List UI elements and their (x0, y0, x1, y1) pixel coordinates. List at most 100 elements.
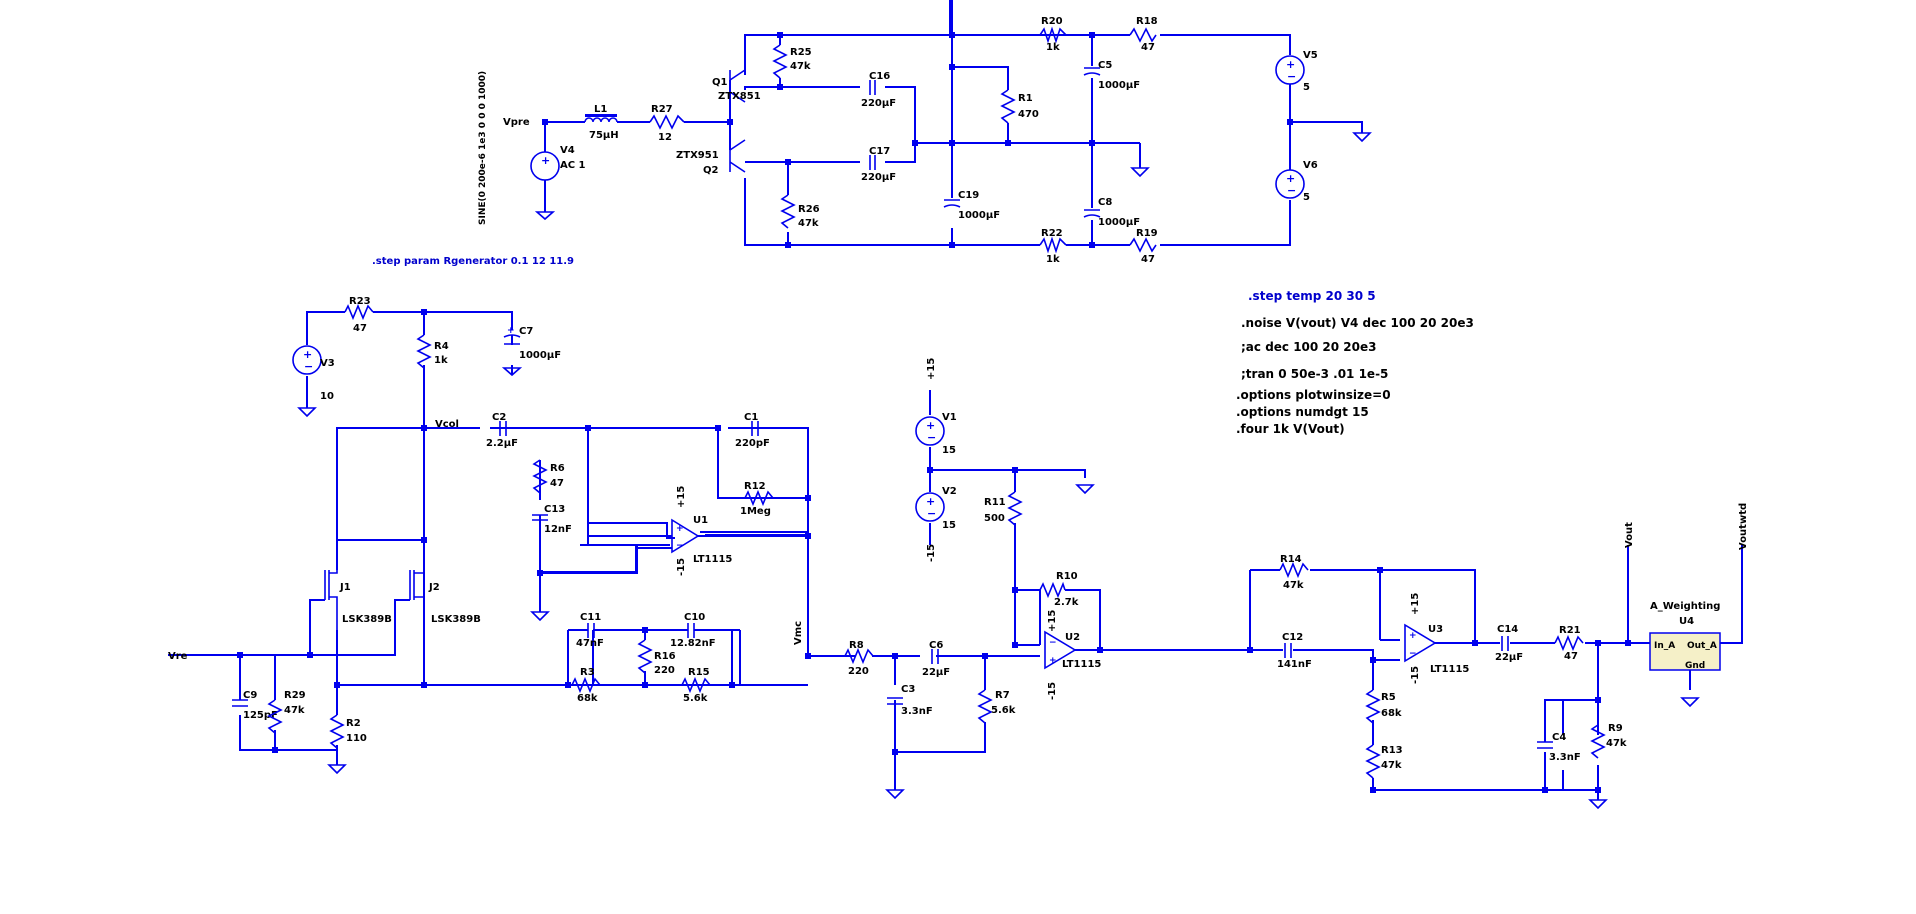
r23-name: R23 (349, 296, 371, 307)
r18-name: R18 (1136, 16, 1158, 27)
voltage-source-v5[interactable]: +− (1275, 55, 1305, 85)
directive-noise[interactable]: .noise V(vout) V4 dec 100 20 20e3 (1241, 316, 1474, 330)
u4-pin-out: Out_A (1687, 641, 1717, 651)
resistor-r25[interactable] (772, 44, 788, 79)
directive-four[interactable]: .four 1k V(Vout) (1236, 422, 1345, 436)
ground-symbol (297, 407, 317, 418)
capacitor-c6[interactable] (931, 649, 939, 664)
resistor-r20[interactable] (1039, 26, 1067, 44)
block-u4[interactable] (1649, 632, 1721, 671)
resistor-r27[interactable] (649, 114, 685, 130)
opamp-u3[interactable]: + − (1404, 623, 1437, 663)
ground-symbol (1588, 799, 1608, 810)
v2-name: V2 (942, 486, 957, 497)
r18-value: 47 (1141, 42, 1155, 53)
net-label-vpre: Vpre (503, 117, 530, 128)
resistor-r9[interactable] (1590, 724, 1606, 759)
resistor-r29[interactable] (267, 699, 283, 734)
capacitor-c4[interactable] (1537, 741, 1553, 749)
q1-name: Q1 (712, 77, 728, 88)
resistor-r23[interactable] (344, 303, 374, 321)
r5-name: R5 (1381, 692, 1396, 703)
net-label-vre: Vre (168, 651, 188, 662)
u2-supply-neg: -15 (1047, 682, 1058, 700)
voltage-source-v1[interactable]: +− (915, 416, 945, 446)
svg-text:−: − (1287, 184, 1296, 197)
u2-name: U2 (1065, 632, 1080, 643)
u4-value: A_Weighting (1650, 601, 1720, 612)
jfet-j2[interactable] (395, 540, 425, 685)
resistor-r21[interactable] (1554, 634, 1584, 652)
directive-step-temp[interactable]: .step temp 20 30 5 (1248, 289, 1376, 303)
resistor-r3[interactable] (571, 676, 601, 694)
resistor-r14[interactable] (1279, 561, 1309, 579)
c6-name: C6 (929, 640, 943, 651)
svg-text:−: − (676, 541, 684, 551)
v3-name: V3 (320, 358, 335, 369)
capacitor-c14[interactable] (1501, 636, 1509, 651)
c7-value: 1000µF (519, 350, 561, 361)
resistor-r11[interactable] (1007, 491, 1023, 526)
resistor-r16[interactable] (637, 639, 653, 674)
transistor-q1[interactable] (729, 35, 746, 103)
voltage-source-v2[interactable]: +− (915, 492, 945, 522)
voltage-source-v4[interactable]: + (530, 151, 560, 181)
capacitor-c19[interactable] (943, 199, 961, 208)
capacitor-c3[interactable] (887, 697, 903, 705)
capacitor-c8[interactable] (1083, 209, 1101, 218)
transistor-q2[interactable] (729, 139, 746, 173)
directive-ac[interactable]: ;ac dec 100 20 20e3 (1241, 340, 1377, 354)
resistor-r7[interactable] (977, 689, 993, 724)
capacitor-c12[interactable] (1284, 643, 1292, 658)
resistor-r19[interactable] (1129, 237, 1157, 253)
resistor-r1[interactable] (1000, 89, 1016, 124)
c13-name: C13 (544, 504, 565, 515)
directive-tran[interactable]: ;tran 0 50e-3 .01 1e-5 (1241, 367, 1388, 381)
resistor-r15[interactable] (681, 676, 711, 694)
resistor-r10[interactable] (1039, 581, 1066, 599)
j1-name: J1 (339, 582, 351, 593)
l1-value: 75µH (589, 130, 619, 141)
jfet-j1[interactable] (310, 540, 338, 685)
voltage-source-v6[interactable]: +− (1275, 169, 1305, 199)
c10-name: C10 (684, 612, 705, 623)
r26-value: 47k (798, 218, 819, 229)
r1-name: R1 (1018, 93, 1033, 104)
u4-name: U4 (1679, 616, 1694, 627)
ground-symbol (327, 764, 347, 775)
capacitor-c5[interactable] (1083, 67, 1101, 76)
capacitor-c1[interactable] (751, 421, 759, 436)
preamp-wires (168, 311, 855, 765)
capacitor-c17[interactable] (869, 155, 876, 170)
resistor-r2[interactable] (329, 714, 345, 749)
capacitor-c9[interactable] (232, 699, 248, 707)
capacitor-c16[interactable] (869, 80, 876, 95)
v4-name: V4 (560, 145, 575, 156)
r27-value: 12 (658, 132, 672, 143)
capacitor-c13[interactable] (532, 514, 548, 521)
opamp-u2[interactable]: − + (1044, 630, 1077, 670)
resistor-r8[interactable] (844, 647, 874, 665)
capacitor-c7[interactable]: + (503, 326, 521, 345)
resistor-r26[interactable] (780, 194, 796, 229)
c16-value: 220µF (861, 98, 896, 109)
resistor-r5[interactable] (1365, 689, 1381, 724)
directive-step-param[interactable]: .step param Rgenerator 0.1 12 11.9 (372, 256, 574, 267)
r11-name: R11 (984, 497, 1006, 508)
resistor-r4[interactable] (416, 334, 432, 369)
capacitor-c2[interactable] (499, 421, 507, 436)
inductor-l1[interactable] (584, 114, 618, 123)
resistor-r22[interactable] (1039, 236, 1067, 254)
capacitor-c10[interactable] (687, 623, 695, 638)
resistor-r6[interactable] (532, 459, 548, 494)
directive-options-numdgt[interactable]: .options numdgt 15 (1236, 405, 1369, 419)
resistor-r12[interactable] (744, 489, 774, 507)
resistor-r18[interactable] (1129, 27, 1157, 43)
svg-text:−: − (927, 507, 936, 520)
r21-name: R21 (1559, 625, 1581, 636)
resistor-r13[interactable] (1365, 744, 1381, 779)
directive-options-plotwinsize[interactable]: .options plotwinsize=0 (1236, 388, 1391, 402)
voltage-source-v3[interactable]: +− (292, 345, 322, 375)
r10-value: 2.7k (1054, 597, 1079, 608)
